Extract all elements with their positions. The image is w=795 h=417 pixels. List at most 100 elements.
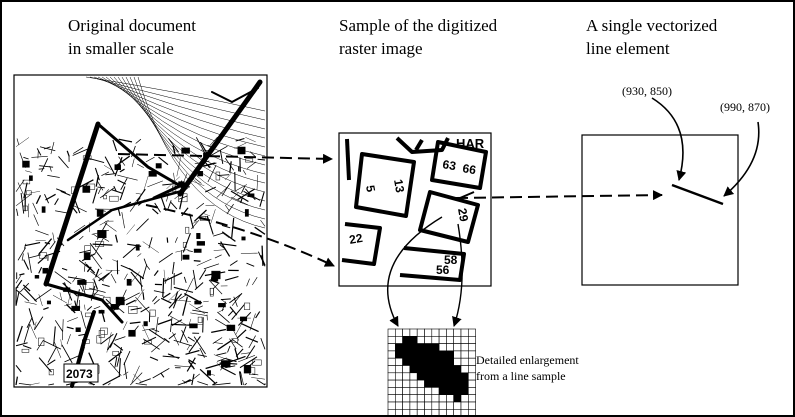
map-street xyxy=(213,232,224,237)
map-street xyxy=(168,138,179,153)
map-building xyxy=(96,209,104,217)
map-street xyxy=(92,272,103,280)
pixel-cell-empty xyxy=(416,387,425,395)
raster-title-line2: raster image xyxy=(339,39,423,58)
map-street xyxy=(146,264,151,270)
raster-label: 66 xyxy=(461,161,477,177)
map-street xyxy=(145,156,155,163)
pixel-cell-empty xyxy=(446,343,454,352)
map-street xyxy=(212,337,223,344)
raster-label: 5 xyxy=(363,184,378,193)
map-street xyxy=(193,336,206,355)
map-street xyxy=(261,245,264,266)
map-street xyxy=(229,260,238,266)
raster-label: 29 xyxy=(455,207,471,223)
pixel-cell-filled xyxy=(416,350,425,359)
map-street xyxy=(168,353,174,357)
pixel-cell-empty xyxy=(453,408,462,415)
map-street xyxy=(207,165,217,183)
map-street xyxy=(34,288,52,302)
map-street xyxy=(256,379,266,386)
map-street xyxy=(212,283,219,289)
pixel-cell-filled xyxy=(424,365,433,374)
map-building xyxy=(98,309,105,314)
pixel-cell-empty xyxy=(453,335,462,344)
pixel-cell-filled xyxy=(431,379,440,388)
map-street xyxy=(15,137,30,147)
map-building xyxy=(85,183,96,190)
pixel-cell-empty xyxy=(394,365,403,374)
map-street xyxy=(217,339,233,351)
map-major-roads xyxy=(43,79,263,388)
map-street xyxy=(109,333,118,348)
map-street xyxy=(149,356,159,361)
map-street xyxy=(227,355,246,364)
pixel-cell-empty xyxy=(467,401,476,410)
map-street xyxy=(248,335,256,349)
map-building xyxy=(109,195,119,202)
map-street xyxy=(241,186,246,194)
map-street xyxy=(238,371,243,386)
map-street xyxy=(155,316,159,335)
map-street xyxy=(122,246,137,259)
map-street xyxy=(153,270,159,277)
map-building xyxy=(128,306,138,314)
map-street xyxy=(216,362,223,369)
map-street xyxy=(204,186,217,193)
map-street xyxy=(34,321,37,329)
map-street xyxy=(49,241,56,250)
map-street xyxy=(192,221,197,224)
map-street xyxy=(148,237,153,249)
raster-label: 63 xyxy=(441,157,457,173)
map-street xyxy=(257,158,266,161)
pixel-cell-filled xyxy=(446,357,454,366)
map-street xyxy=(137,163,144,168)
map-contour xyxy=(125,76,266,202)
map-street xyxy=(53,340,62,358)
pixel-cell-empty xyxy=(394,379,403,388)
map-street xyxy=(183,276,187,284)
map-street xyxy=(72,276,78,283)
map-street xyxy=(172,261,175,274)
map-building xyxy=(182,242,187,248)
map-street xyxy=(168,288,182,302)
map-building xyxy=(29,175,33,181)
map-street xyxy=(256,174,258,191)
map-street xyxy=(24,301,37,305)
map-street xyxy=(23,156,29,160)
map-street xyxy=(236,329,247,339)
map-street xyxy=(245,345,256,360)
pixel-cell-empty xyxy=(394,394,403,403)
map-street xyxy=(90,254,102,269)
map-street xyxy=(123,362,128,379)
enlargement-arrow-left xyxy=(386,216,443,327)
pixel-cell-filled xyxy=(402,357,411,366)
map-street xyxy=(22,345,32,349)
map-street xyxy=(25,170,32,173)
map-street xyxy=(190,312,208,316)
map-street xyxy=(52,232,55,242)
map-street xyxy=(15,291,20,306)
pixel-cell-empty xyxy=(446,335,454,344)
map-street xyxy=(15,342,28,347)
pixel-cell-empty xyxy=(387,408,396,415)
pixel-cell-empty xyxy=(424,408,433,415)
map-street xyxy=(218,309,225,313)
map-street xyxy=(117,174,138,181)
pixel-cell-filled xyxy=(424,357,433,366)
map-street xyxy=(170,317,173,332)
pixel-cell-empty xyxy=(394,401,403,410)
map-street xyxy=(131,158,135,168)
map-street xyxy=(184,277,194,296)
map-street xyxy=(28,382,40,386)
map-building xyxy=(103,195,107,200)
map-street xyxy=(157,319,172,325)
map-building xyxy=(143,321,148,327)
map-street xyxy=(101,171,110,177)
pixel-cell-filled xyxy=(453,372,462,381)
map-street xyxy=(160,372,165,378)
map-street xyxy=(188,360,195,370)
map-street xyxy=(222,233,230,239)
map-street xyxy=(18,383,32,386)
